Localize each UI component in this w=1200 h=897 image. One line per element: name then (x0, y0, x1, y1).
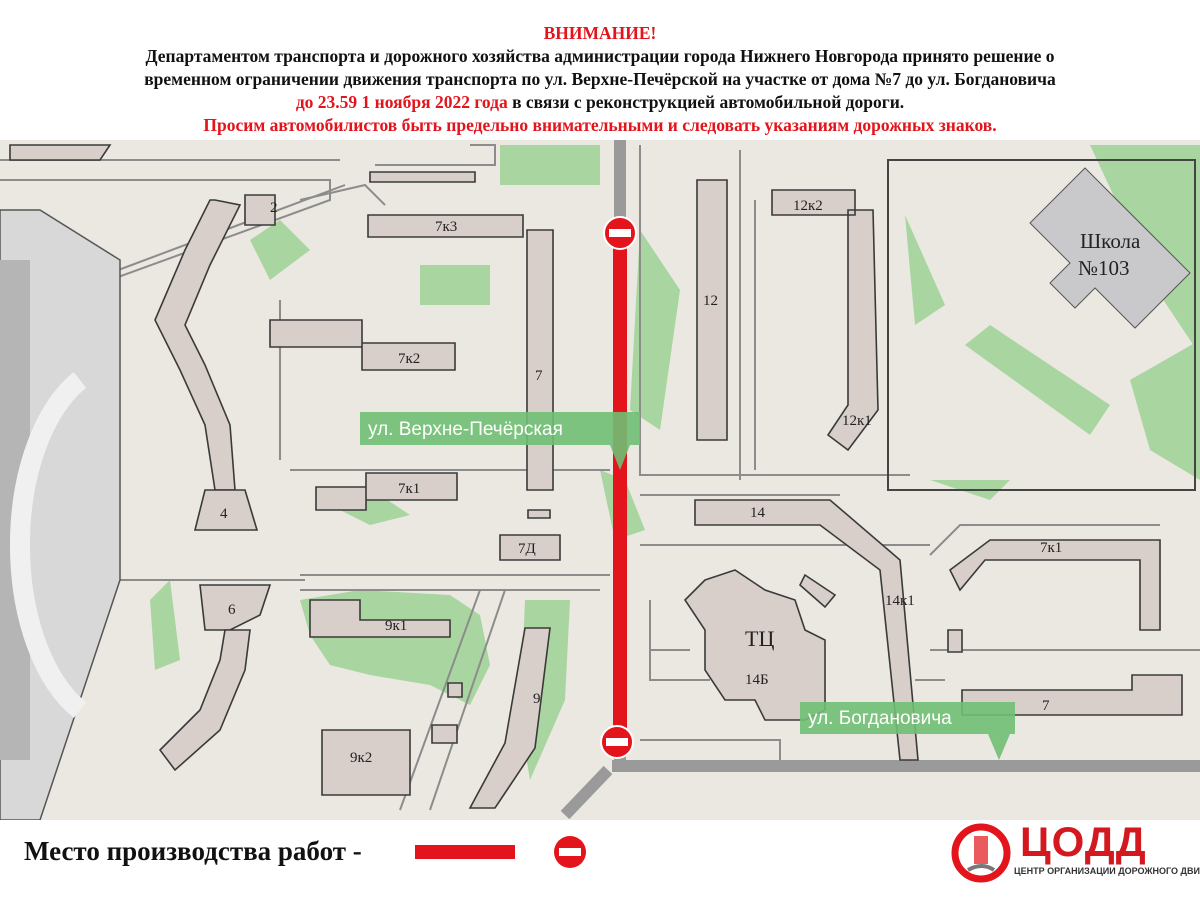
school-building (1029, 167, 1191, 329)
school-area (887, 159, 1196, 491)
buildings (9, 144, 1183, 809)
map-background (0, 140, 1200, 820)
label-14: 14 (750, 505, 766, 521)
label-12k2: 12к2 (793, 198, 823, 214)
street-label-bogdanovicha: ул. Богдановича (800, 702, 1015, 760)
notice-line-3-text: в связи с реконструкцией автомобильной д… (507, 92, 905, 112)
notice-line-1: Департаментом транспорта и дорожного хоз… (145, 46, 1055, 66)
label-12k1: 12к1 (842, 413, 872, 429)
label-4: 4 (220, 506, 228, 522)
school-number: №103 (1078, 256, 1130, 280)
map: Школа №103 2 7к3 7 7к2 7к1 7Д 4 (0, 140, 1200, 820)
street-name-cross: ул. Богдановича (808, 708, 952, 729)
label-14b: 14Б (745, 672, 769, 688)
closure-date: до 23.59 1 ноября 2022 года (295, 92, 508, 112)
notice-title: ВНИМАНИЕ! (543, 23, 657, 43)
codd-emblem-icon (951, 823, 1011, 883)
street-name-main: ул. Верхне-Печёрская (368, 419, 563, 440)
label-9k1: 9к1 (385, 618, 407, 634)
legend-no-entry-icon (554, 836, 586, 868)
codd-logo: ЦОДД ЦЕНТР ОРГАНИЗАЦИИ ДОРОЖНОГО ДВИЖЕНИ… (950, 818, 1200, 886)
codd-logo-subtitle: ЦЕНТР ОРГАНИЗАЦИИ ДОРОЖНОГО ДВИЖЕНИЯ (1014, 866, 1200, 876)
no-entry-sign-south (600, 725, 634, 759)
label-14k1: 14к1 (885, 593, 915, 609)
label-2: 2 (270, 200, 278, 216)
notice-line-2: временном ограничении движения транспорт… (144, 69, 1056, 89)
label-7: 7 (535, 368, 543, 384)
school-name: Школа (1080, 229, 1141, 253)
legend: Место производства работ - (24, 836, 362, 867)
label-9k2: 9к2 (350, 750, 372, 766)
label-tc: ТЦ (745, 626, 774, 651)
notice-line-3: до 23.59 1 ноября 2022 года в связи с ре… (0, 91, 1200, 114)
building-labels: 2 7к3 7 7к2 7к1 7Д 4 6 9к1 9к2 9 12 12к2… (220, 198, 1062, 766)
label-7k1-right: 7к1 (1040, 540, 1062, 556)
no-entry-sign-north (603, 216, 637, 250)
stadium (0, 209, 121, 820)
codd-logo-name: ЦОДД (1020, 818, 1147, 865)
label-12: 12 (703, 293, 718, 309)
road-southwest (560, 765, 613, 820)
legend-label: Место производства работ - (24, 836, 362, 866)
label-7k2: 7к2 (398, 351, 420, 367)
street-label-verkhne-pecherskaya: ул. Верхне-Печёрская (360, 412, 640, 470)
label-7d: 7Д (518, 541, 536, 557)
label-6: 6 (228, 602, 236, 618)
label-7k3: 7к3 (435, 219, 457, 235)
label-7k1: 7к1 (398, 481, 420, 497)
label-9: 9 (533, 691, 541, 707)
label-7-right: 7 (1042, 698, 1050, 714)
notice-header: ВНИМАНИЕ! Департаментом транспорта и дор… (0, 22, 1200, 137)
notice-line-4: Просим автомобилистов быть предельно вни… (203, 115, 997, 135)
legend-red-line (415, 845, 515, 859)
